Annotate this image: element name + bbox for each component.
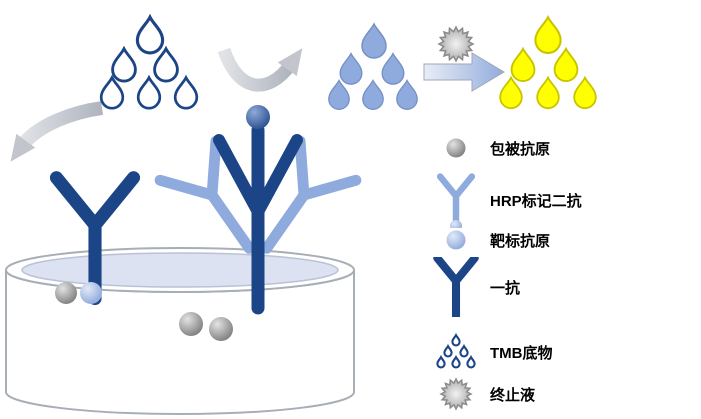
drop-icon	[99, 76, 125, 110]
drop-icon	[573, 76, 597, 110]
hrp-ball	[450, 220, 462, 228]
drop-icon	[135, 15, 165, 55]
drop-icon	[173, 76, 199, 110]
legend-label: TMB底物	[490, 344, 553, 362]
drop-icon	[534, 16, 562, 54]
hrp-secondary-antibody-icon	[432, 172, 480, 228]
legend-label: HRP标记二抗	[490, 192, 582, 210]
legend-label: 一抗	[490, 279, 521, 297]
antibody-arm	[252, 134, 303, 218]
blue-product-drops-cluster	[328, 23, 418, 110]
drop-icon	[499, 76, 523, 110]
step-arrow	[423, 52, 505, 92]
hrp-ball	[246, 105, 270, 129]
coated-antigen-sphere	[179, 312, 203, 336]
coated-antigen-sphere	[209, 317, 233, 341]
antibody-detection-complex	[160, 105, 356, 315]
drop-icon	[396, 79, 418, 110]
coated-antigen-sphere-icon	[446, 138, 466, 158]
drop-icon	[111, 47, 137, 83]
coated-antigen-sphere	[55, 282, 77, 304]
target-antigen-sphere-icon	[446, 230, 466, 250]
drop-icon	[153, 47, 179, 83]
tmb-substrate-drops-icon	[436, 334, 476, 369]
drop-icon	[136, 76, 162, 110]
legend-item-target-antigen: 靶标抗原	[430, 222, 550, 258]
drop-icon	[510, 47, 536, 83]
target-antigen-sphere	[80, 282, 102, 304]
drop-icon	[553, 47, 579, 83]
legend-item-tmb-substrate: TMB底物	[430, 331, 553, 373]
legend-item-stop-solution: 终止液	[430, 374, 535, 414]
primary-antibody-icon	[430, 257, 482, 317]
primary-antibody	[213, 123, 303, 315]
drop-icon	[536, 76, 560, 110]
tmb-substrate-drops-cluster	[99, 15, 199, 110]
stop-solution-burst-icon	[439, 377, 473, 411]
stop-solution-burst	[437, 25, 475, 63]
drop-icon	[381, 52, 405, 85]
legend-item-primary-antibody: 一抗	[430, 257, 520, 317]
legend-label: 包被抗原	[490, 140, 551, 158]
assay-plate-well	[5, 247, 355, 415]
drop-icon	[361, 23, 387, 59]
legend-label: 靶标抗原	[490, 232, 551, 250]
legend-label: 终止液	[490, 386, 536, 404]
yellow-product-drops-cluster	[499, 16, 597, 110]
plate-liquid	[21, 252, 339, 288]
drop-icon	[362, 79, 384, 110]
legend-item-hrp-secondary: HRP标记二抗	[430, 172, 582, 228]
reaction-curved-arrow	[217, 47, 303, 92]
antibody-arm	[213, 134, 264, 218]
drop-icon	[339, 52, 363, 85]
drop-icon	[328, 79, 350, 110]
legend-item-coated-antigen: 包被抗原	[430, 130, 550, 166]
wash-curved-arrow	[10, 101, 104, 162]
